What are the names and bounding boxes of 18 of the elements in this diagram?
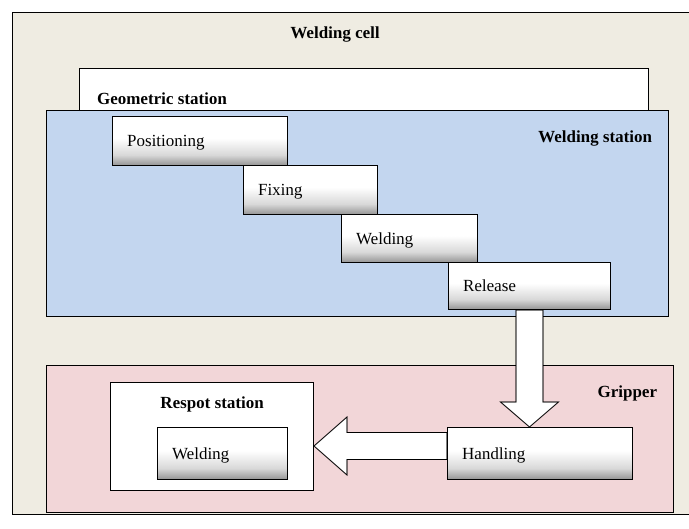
panel-title: Gripper [598,382,657,402]
process-box: Welding [341,214,478,263]
block-arrow [313,416,448,476]
block-arrow [499,310,560,428]
station-panel [79,68,649,111]
station-panel [46,365,674,513]
panel-title: Welding station [538,127,652,147]
process-box: Positioning [112,116,288,166]
station-panel [12,12,689,515]
panel-title: Geometric station [97,89,227,109]
station-panel [46,110,669,317]
process-box: Welding [157,427,288,480]
process-box: Fixing [243,165,378,215]
process-box: Release [448,262,611,310]
panel-title: Respot station [160,393,264,413]
process-box: Handling [447,427,633,480]
station-panel [110,382,314,491]
panel-title: Welding cell [290,23,380,43]
